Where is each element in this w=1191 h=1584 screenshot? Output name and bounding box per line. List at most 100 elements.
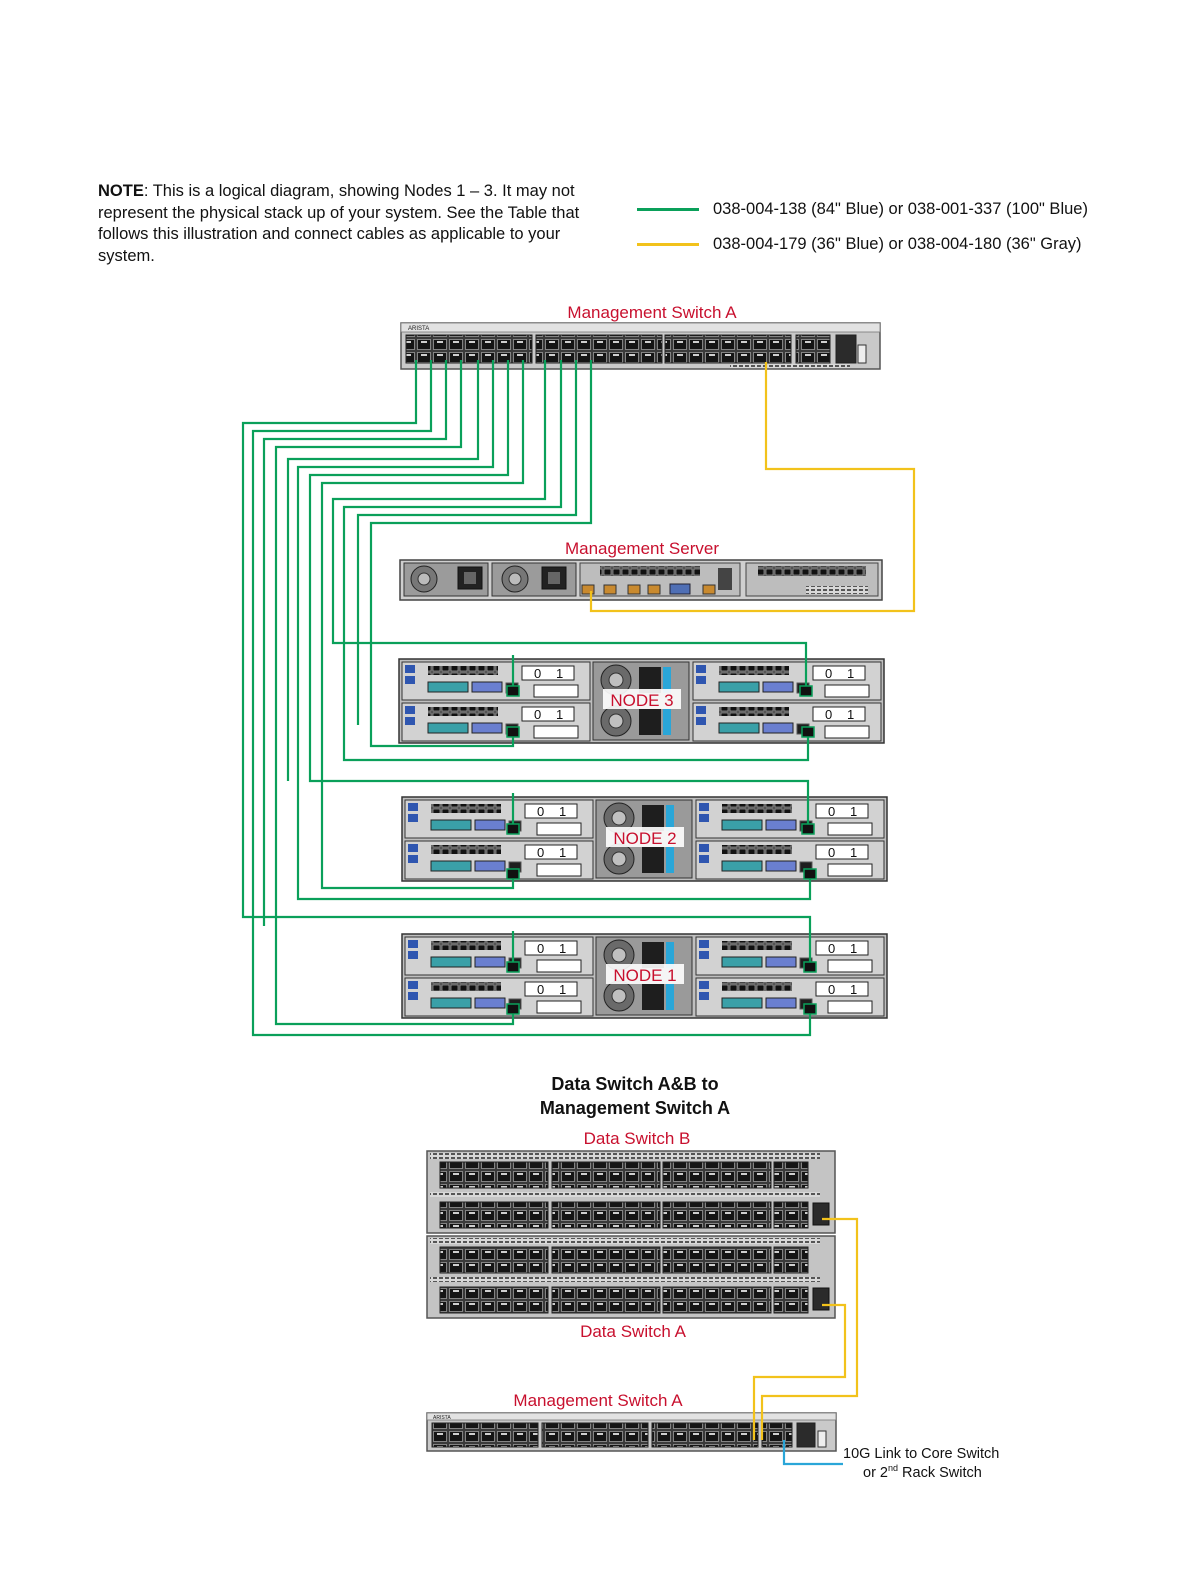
- cable-node3-top-right: [331, 360, 808, 692]
- node-3-port-one-3: 1: [847, 666, 854, 681]
- node-1-port-one-4: 1: [850, 982, 857, 997]
- legend-line-green: [637, 207, 699, 211]
- mgmt-server: [399, 559, 883, 601]
- port-marker-12: [803, 1003, 817, 1015]
- label-data-switch-b: Data Switch B: [584, 1129, 691, 1148]
- mgmt-switch-bottom: ARISTA: [426, 1412, 837, 1452]
- note-bold: NOTE: [98, 182, 144, 200]
- label-mgmt-switch-top: Management Switch A: [567, 303, 737, 322]
- section-title-line1: Data Switch A&B to: [551, 1074, 718, 1094]
- cable-node1-left-drop: [262, 360, 448, 926]
- legend-line-yellow: [637, 242, 699, 246]
- yellow-cable-server: [589, 362, 916, 613]
- cable-port-markers: [506, 685, 817, 1015]
- node-1-port-one-2: 1: [559, 982, 566, 997]
- node-2-port-one-4: 1: [850, 845, 857, 860]
- legend-row-yellow: 038-004-179 (36" Blue) or 038-004-180 (3…: [637, 232, 1082, 256]
- node-1-port-zero-4: 0: [828, 982, 835, 997]
- data-switch-b: [426, 1150, 836, 1234]
- label-link-sup: nd: [888, 1463, 898, 1473]
- cable-node3-left-drop: [356, 360, 578, 725]
- svg-text:ARISTA: ARISTA: [433, 1415, 451, 1421]
- legend-label-green: 038-004-138 (84" Blue) or 038-001-337 (1…: [713, 199, 1088, 218]
- node-1-port-zero-1: 0: [537, 941, 544, 956]
- port-marker-7: [506, 868, 520, 880]
- svg-text:ARISTA: ARISTA: [408, 326, 429, 332]
- node-3-port-zero-1: 0: [534, 666, 541, 681]
- port-marker-1: [506, 685, 520, 697]
- node-3-port-zero-4: 0: [825, 707, 832, 722]
- node-1-port-one-1: 1: [559, 941, 566, 956]
- note-body: : This is a logical diagram, showing Nod…: [98, 182, 580, 265]
- cable-node2-bottom-right: [296, 360, 812, 901]
- cable-node2-top-right: [308, 360, 810, 830]
- node-1-port-one-3: 1: [850, 941, 857, 956]
- node-2-port-zero-3: 0: [828, 804, 835, 819]
- port-marker-10: [803, 961, 817, 973]
- port-marker-3: [506, 726, 520, 738]
- cable-data-switch-a-to-mgmt: [752, 1303, 847, 1440]
- node-3-port-zero-3: 0: [825, 666, 832, 681]
- note-text: NOTE: This is a logical diagram, showing…: [98, 181, 588, 267]
- port-marker-6: [801, 823, 815, 835]
- node-1-port-zero-3: 0: [828, 941, 835, 956]
- node-1-port-zero-2: 0: [537, 982, 544, 997]
- label-link-or: or 2: [863, 1465, 888, 1481]
- cable-node1-bottom-right: [251, 360, 812, 1037]
- node-3-port-zero-2: 0: [534, 707, 541, 722]
- node-2-port-zero-2: 0: [537, 845, 544, 860]
- mgmt-switch-top: ARISTA: [400, 322, 881, 370]
- cable-node3-bottom-left: [369, 360, 593, 748]
- cable-node1-top-right: [241, 360, 812, 968]
- label-link-rack: Rack Switch: [898, 1465, 982, 1481]
- section-title-line2: Management Switch A: [540, 1098, 730, 1118]
- label-link-line1: 10G Link to Core Switch: [843, 1446, 999, 1462]
- node-2-label: NODE 2: [613, 829, 676, 848]
- data-switch-a: [426, 1235, 836, 1319]
- port-marker-11: [506, 1003, 520, 1015]
- port-marker-9: [506, 961, 520, 973]
- node-2-port-zero-1: 0: [537, 804, 544, 819]
- cable-node2-left-drop: [286, 360, 480, 781]
- legend-row-green: 038-004-138 (84" Blue) or 038-001-337 (1…: [637, 197, 1088, 221]
- cable-data-switch-b-to-mgmt: [760, 1217, 859, 1440]
- node-2-port-zero-4: 0: [828, 845, 835, 860]
- label-link-line2: or 2nd Rack Switch: [863, 1463, 982, 1481]
- label-mgmt-switch-bottom: Management Switch A: [513, 1391, 683, 1410]
- cable-node1-bottom-left: [274, 360, 515, 1026]
- legend-label-yellow: 038-004-179 (36" Blue) or 038-004-180 (3…: [713, 234, 1082, 253]
- yellow-cables-bottom: [752, 1217, 859, 1440]
- port-marker-4: [801, 726, 815, 738]
- port-marker-8: [803, 868, 817, 880]
- green-cables: [241, 360, 812, 1037]
- node-3-port-one-4: 1: [847, 707, 854, 722]
- port-marker-2: [799, 685, 813, 697]
- node-3-port-one-1: 1: [556, 666, 563, 681]
- cable-node3-bottom-right: [342, 360, 810, 762]
- blue-uplink-cable: [782, 1440, 843, 1466]
- node-2-port-one-1: 1: [559, 804, 566, 819]
- label-mgmt-server: Management Server: [565, 539, 719, 558]
- node-2-port-one-2: 1: [559, 845, 566, 860]
- node-2-port-one-3: 1: [850, 804, 857, 819]
- port-marker-5: [506, 823, 520, 835]
- cable-node2-bottom-left: [320, 360, 525, 890]
- node-3-label: NODE 3: [610, 691, 673, 710]
- node-3-port-one-2: 1: [556, 707, 563, 722]
